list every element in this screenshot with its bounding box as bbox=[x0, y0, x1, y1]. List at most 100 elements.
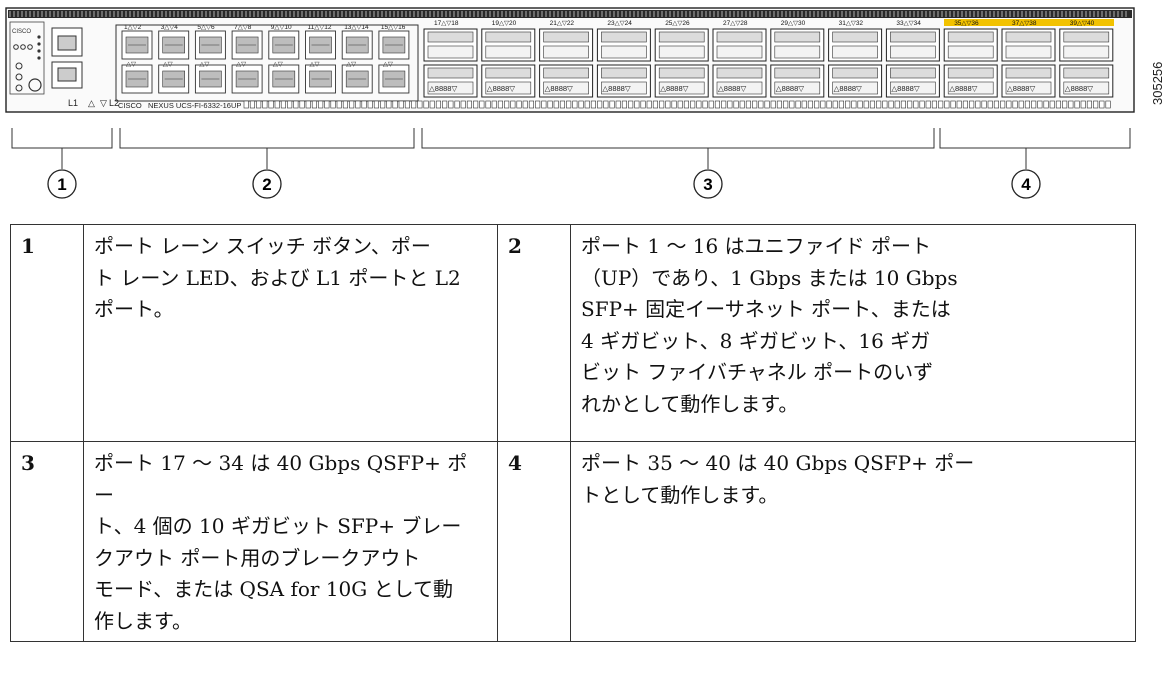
figure-id: 305256 bbox=[1150, 62, 1165, 105]
qsfp-port-label: 19△▽20 bbox=[492, 20, 517, 27]
sfp-port-label: 15△▽16 bbox=[381, 24, 406, 31]
legend-number: 1 bbox=[10, 224, 84, 442]
legend-number: 2 bbox=[497, 224, 571, 442]
sfp-port-arrows: △▽ bbox=[310, 61, 321, 68]
sfp-port bbox=[231, 30, 263, 60]
qsfp-port bbox=[1001, 28, 1056, 62]
qsfp-face-text: △8888▽ bbox=[1065, 84, 1094, 93]
top-vent-strip bbox=[8, 10, 1132, 18]
legend-description: ポート 17 〜 34 は 40 Gbps QSFP+ ポー ト、4 個の 10… bbox=[83, 441, 498, 642]
qsfp-face-text: △8888▽ bbox=[949, 84, 978, 93]
sfp-port-arrows: △▽ bbox=[383, 61, 394, 68]
svg-text:3: 3 bbox=[703, 175, 712, 194]
qsfp-port-label: 31△▽32 bbox=[839, 20, 864, 27]
svg-text:2: 2 bbox=[262, 175, 271, 194]
qsfp-port bbox=[654, 28, 709, 62]
qsfp-port bbox=[943, 28, 998, 62]
qsfp-port: △8888▽ bbox=[423, 64, 478, 98]
callout-1: 1 bbox=[47, 169, 77, 199]
qsfp-port bbox=[885, 28, 940, 62]
legend-number: 4 bbox=[497, 441, 571, 642]
sfp-port-label: 13△▽14 bbox=[344, 24, 369, 31]
sfp-port bbox=[268, 64, 300, 94]
qsfp-port: △8888▽ bbox=[481, 64, 536, 98]
qsfp-port-label: 33△▽34 bbox=[896, 20, 921, 27]
legend-description: ポート 35 〜 40 は 40 Gbps QSFP+ ポー トとして動作します… bbox=[570, 441, 1136, 642]
qsfp-port-label: 35△▽36 bbox=[954, 20, 979, 27]
legend-row: 3 ポート 17 〜 34 は 40 Gbps QSFP+ ポー ト、4 個の … bbox=[10, 441, 1136, 642]
sfp-port-label: 5△▽6 bbox=[197, 24, 215, 31]
qsfp-face-text: △8888▽ bbox=[429, 84, 458, 93]
legend-row: 1 ポート レーン スイッチ ボタン、ポー ト レーン LED、および L1 ポ… bbox=[10, 224, 1136, 442]
sfp-port-label: 9△▽10 bbox=[271, 24, 292, 31]
sfp-port bbox=[121, 30, 153, 60]
qsfp-port: △8888▽ bbox=[654, 64, 709, 98]
legend-description: ポート 1 〜 16 はユニファイド ポート （UP）であり、1 Gbps また… bbox=[570, 224, 1136, 442]
qsfp-face-text: △8888▽ bbox=[834, 84, 863, 93]
sfp-port bbox=[194, 64, 226, 94]
qsfp-face-text: △8888▽ bbox=[487, 84, 516, 93]
qsfp-port bbox=[712, 28, 767, 62]
qsfp-face-text: △8888▽ bbox=[660, 84, 689, 93]
unified-ports-block: 1△▽2△▽3△▽4△▽5△▽6△▽7△▽8△▽9△▽10△▽11△▽12△▽1… bbox=[115, 24, 419, 110]
qsfp-port: △8888▽ bbox=[1059, 64, 1114, 98]
qsfp-port: △8888▽ bbox=[770, 64, 825, 98]
qsfp-port bbox=[481, 28, 536, 62]
qsfp-face-text: △8888▽ bbox=[891, 84, 920, 93]
svg-text:△: △ bbox=[88, 98, 95, 108]
sfp-port bbox=[121, 64, 153, 94]
sfp-port bbox=[305, 30, 336, 60]
qsfp-port: △8888▽ bbox=[539, 64, 594, 98]
qsfp-port: △8888▽ bbox=[1001, 64, 1056, 98]
sfp-port bbox=[378, 64, 410, 94]
qsfp-port bbox=[828, 28, 883, 62]
callout-brackets bbox=[11, 128, 1131, 169]
qsfp-face-text: △8888▽ bbox=[776, 84, 805, 93]
port-led-strip bbox=[243, 100, 1111, 109]
callout-2: 2 bbox=[252, 169, 282, 199]
qsfp-port bbox=[423, 28, 478, 62]
sfp-port-arrows: △▽ bbox=[126, 61, 137, 68]
sfp-port bbox=[158, 64, 190, 94]
cisco-logo-mini: CISCO bbox=[12, 29, 31, 35]
sfp-port bbox=[194, 30, 226, 60]
sfp-port-arrows: △▽ bbox=[236, 61, 247, 68]
qsfp-port-label: 29△▽30 bbox=[781, 20, 806, 27]
sfp-port-arrows: △▽ bbox=[273, 61, 284, 68]
management-panel: CISCO L1 △ ▽ L2 bbox=[9, 21, 119, 108]
qsfp-port bbox=[539, 28, 594, 62]
qsfp-ports-block: △8888▽ △8888▽ △8888▽ △8888▽ △8888▽ △8888▽ △888… bbox=[423, 28, 1114, 98]
qsfp-port: △8888▽ bbox=[828, 64, 883, 98]
qsfp-face-text: △8888▽ bbox=[545, 84, 574, 93]
brand-label: CISCO bbox=[118, 101, 142, 110]
sfp-port-label: 1△▽2 bbox=[124, 24, 142, 31]
sfp-port bbox=[231, 64, 263, 94]
legend-description: ポート レーン スイッチ ボタン、ポー ト レーン LED、および L1 ポート… bbox=[83, 224, 498, 442]
qsfp-port bbox=[596, 28, 651, 62]
qsfp-face-text: △8888▽ bbox=[602, 84, 631, 93]
sfp-port bbox=[341, 30, 373, 60]
l1-label: L1 bbox=[68, 98, 78, 108]
sfp-port bbox=[341, 64, 373, 94]
svg-text:4: 4 bbox=[1021, 175, 1031, 194]
legend-table: 1 ポート レーン スイッチ ボタン、ポー ト レーン LED、および L1 ポ… bbox=[10, 224, 1136, 642]
qsfp-port: △8888▽ bbox=[712, 64, 767, 98]
switch-front-panel-diagram: CISCO L1 △ ▽ L2 1△▽2△▽3△▽4△▽5△▽6△▽7△▽8△▽… bbox=[5, 7, 1165, 199]
callout-3: 3 bbox=[693, 169, 723, 199]
sfp-port bbox=[268, 30, 300, 60]
qsfp-port: △8888▽ bbox=[943, 64, 998, 98]
qsfp-port bbox=[1059, 28, 1114, 62]
qsfp-port-label: 37△▽38 bbox=[1012, 20, 1037, 27]
qsfp-face-text: △8888▽ bbox=[718, 84, 747, 93]
qsfp-port: △8888▽ bbox=[596, 64, 651, 98]
qsfp-port-label: 25△▽26 bbox=[665, 20, 690, 27]
sfp-port-arrows: △▽ bbox=[346, 61, 357, 68]
l2-label: L2 bbox=[109, 98, 119, 108]
model-label: NEXUS UCS-FI-6332-16UP bbox=[148, 101, 241, 110]
qsfp-port bbox=[770, 28, 825, 62]
qsfp-port: △8888▽ bbox=[885, 64, 940, 98]
sfp-port bbox=[378, 30, 410, 60]
sfp-port bbox=[158, 30, 190, 60]
legend-number: 3 bbox=[10, 441, 84, 642]
qsfp-port-label: 27△▽28 bbox=[723, 20, 748, 27]
